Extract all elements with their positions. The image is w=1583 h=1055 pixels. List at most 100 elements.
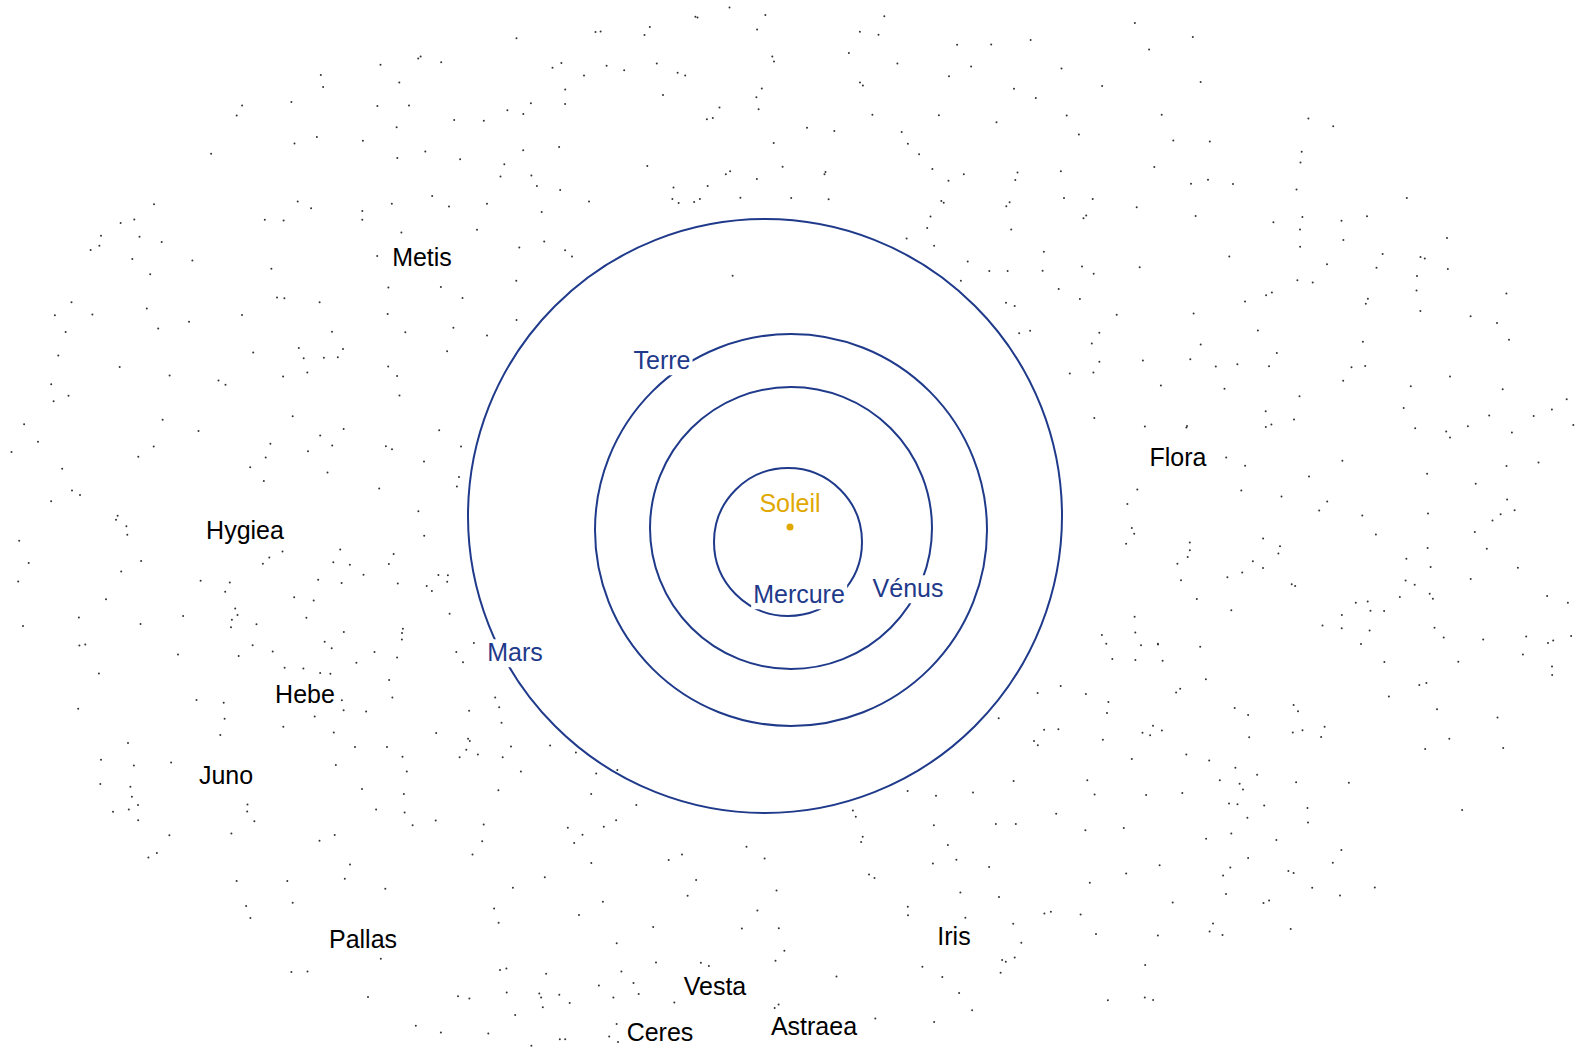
- asteroid-dot: [1013, 88, 1015, 90]
- asteroid-dot: [775, 960, 777, 962]
- asteroid-dot: [1281, 495, 1283, 497]
- asteroid-dot: [1370, 610, 1372, 612]
- asteroid-dot: [387, 313, 389, 315]
- asteroid-dot: [1256, 774, 1258, 776]
- asteroid-dot: [1311, 887, 1313, 889]
- asteroid-dot: [883, 15, 885, 17]
- asteroid-dot: [374, 651, 376, 653]
- asteroid-dot: [1272, 221, 1274, 223]
- asteroid-dot: [1125, 873, 1127, 875]
- asteroid-dot: [1502, 388, 1504, 390]
- asteroid-dot: [401, 632, 403, 634]
- asteroid-dot: [1246, 817, 1248, 819]
- asteroid-dot: [543, 241, 545, 243]
- asteroid-dot: [61, 468, 63, 470]
- asteroid-dot: [404, 331, 406, 333]
- asteroid-dot: [1230, 609, 1232, 611]
- asteroid-dot: [458, 476, 460, 478]
- sun-dot: [787, 524, 794, 531]
- asteroid-dot: [1419, 310, 1421, 312]
- asteroid-dot: [1367, 298, 1369, 300]
- asteroid-dot: [1341, 220, 1343, 222]
- asteroid-dot: [224, 591, 226, 593]
- asteroid-dot: [264, 219, 266, 221]
- asteroid-dot: [1295, 781, 1297, 783]
- asteroid-dot: [339, 549, 341, 551]
- asteroid-dot: [1406, 197, 1408, 199]
- asteroid-dot: [349, 564, 351, 566]
- asteroid-dot: [1014, 179, 1016, 181]
- asteroid-name: Flora: [1148, 444, 1209, 472]
- asteroid-dot: [105, 598, 107, 600]
- asteroid-dot: [396, 126, 398, 128]
- asteroid-dot: [1060, 170, 1062, 172]
- asteroid-dot: [1063, 197, 1065, 199]
- asteroid-dot: [406, 770, 408, 772]
- asteroid-dot: [91, 314, 93, 316]
- asteroid-dot: [431, 590, 433, 592]
- asteroid-dot: [188, 321, 190, 323]
- asteroid-dot: [1153, 166, 1155, 168]
- asteroid-dot: [538, 992, 540, 994]
- asteroid-dot: [1140, 644, 1142, 646]
- asteroid-dot: [1420, 256, 1422, 258]
- asteroid-dot: [284, 667, 286, 669]
- asteroid-dot: [1030, 39, 1032, 41]
- asteroid-dot: [1446, 237, 1448, 239]
- asteroid-dot: [361, 788, 363, 790]
- asteroid-dot: [1307, 807, 1309, 809]
- asteroid-dot: [247, 803, 249, 805]
- asteroid-dot: [376, 255, 378, 257]
- asteroid-dot: [708, 965, 710, 967]
- asteroid-dot: [1318, 510, 1320, 512]
- asteroid-dot: [518, 247, 520, 249]
- asteroid-dot: [1362, 341, 1364, 343]
- asteroid-dot: [1470, 315, 1472, 317]
- asteroid-dot: [590, 793, 592, 795]
- asteroid-dot: [77, 708, 79, 710]
- asteroid-dot: [319, 672, 321, 674]
- asteroid-dot: [54, 314, 56, 316]
- asteroid-dot: [1089, 882, 1091, 884]
- asteroid-dot: [560, 62, 562, 64]
- asteroid-dot: [646, 165, 648, 167]
- asteroid-dot: [98, 672, 100, 674]
- asteroid-dot: [1079, 298, 1081, 300]
- asteroid-dot: [1157, 644, 1159, 646]
- asteroid-dot: [530, 102, 532, 104]
- asteroid-dot: [1234, 707, 1236, 709]
- asteroid-dot: [269, 443, 271, 445]
- asteroid-dot: [1572, 424, 1574, 426]
- asteroid-dot: [671, 198, 673, 200]
- asteroid-dot: [582, 834, 584, 836]
- asteroid-dot: [988, 270, 990, 272]
- asteroid-dot: [446, 350, 448, 352]
- asteroid-dot: [1307, 822, 1309, 824]
- asteroid-dot: [402, 628, 404, 630]
- asteroid-dot: [1533, 415, 1535, 417]
- asteroid-dot: [177, 653, 179, 655]
- asteroid-dot: [1299, 395, 1301, 397]
- asteroid-dot: [1145, 794, 1147, 796]
- asteroid-dot: [693, 201, 695, 203]
- asteroid-dot: [862, 85, 864, 87]
- asteroid-dot: [1066, 114, 1068, 116]
- asteroid-dot: [457, 995, 459, 997]
- asteroid-dot: [1098, 361, 1100, 363]
- asteroid-dot: [1014, 305, 1016, 307]
- asteroid-dot: [367, 996, 369, 998]
- asteroid-dot: [1134, 631, 1136, 633]
- asteroid-dot: [1208, 760, 1210, 762]
- asteroid-dot: [1414, 584, 1416, 586]
- asteroid-dot: [1482, 639, 1484, 641]
- asteroid-dot: [998, 717, 1000, 719]
- asteroid-dot: [396, 375, 398, 377]
- asteroid-dot: [1263, 804, 1265, 806]
- asteroid-dot: [1418, 684, 1420, 686]
- asteroid-dot: [329, 673, 331, 675]
- asteroid-dot: [1443, 636, 1445, 638]
- asteroid-dot: [706, 118, 708, 120]
- asteroid-dot: [286, 880, 288, 882]
- asteroid-dot: [1432, 598, 1434, 600]
- asteroid-dot: [1078, 133, 1080, 135]
